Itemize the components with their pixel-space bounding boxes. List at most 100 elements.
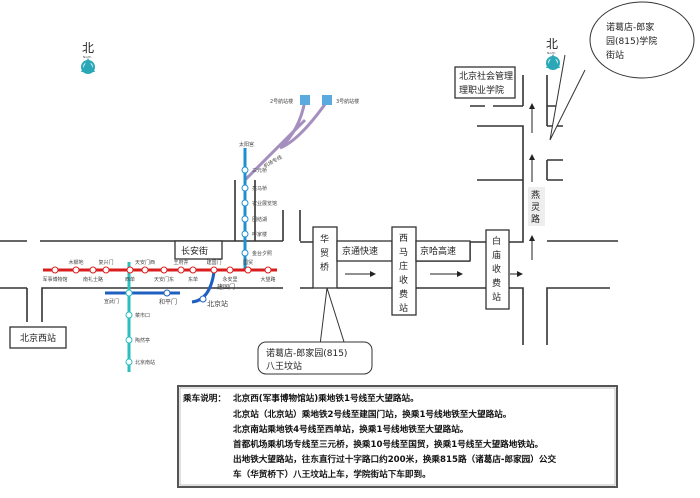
station-marker <box>244 266 252 274</box>
instruction-line: 首都机场乘机场专线至三元桥，换乘10号线至国贸，换乘1号线至大望路地铁站。 <box>233 438 543 450</box>
bubble-text: 八王坟站 <box>266 360 302 372</box>
changan-street-label: 长安街 <box>174 240 223 260</box>
airport-icon <box>300 95 310 105</box>
compass-icon <box>81 58 95 72</box>
station-label: 和平门 <box>159 298 177 306</box>
toll-name: 庙 <box>492 249 501 261</box>
station-marker <box>177 266 185 274</box>
station-marker <box>241 166 249 174</box>
station-marker <box>199 295 207 303</box>
station-label: 北京南站 <box>135 359 155 366</box>
street-name: 长安街 <box>181 245 208 257</box>
bridge-name: 华 <box>320 233 329 245</box>
toll-name: 站 <box>399 302 408 314</box>
station-marker <box>210 266 218 274</box>
road-name: 路 <box>531 213 540 225</box>
toll-name: 费 <box>492 277 501 289</box>
bridge-name: 贸 <box>320 247 329 259</box>
station-marker <box>125 311 133 319</box>
toll-name: 站 <box>492 291 501 303</box>
toll-name: 收 <box>492 263 501 275</box>
station-marker <box>126 266 134 274</box>
station-label: 金台夕照 <box>252 250 272 257</box>
huamao-bridge-label: 华贸桥 <box>312 226 338 289</box>
station-label: 建国门 <box>217 283 235 291</box>
station-label: 永安里 <box>222 276 237 283</box>
station-marker <box>125 336 133 344</box>
toll-name: 西 <box>399 233 408 244</box>
toll-name: 收 <box>399 274 408 286</box>
station-label: 复兴门 <box>98 259 113 266</box>
station-label: 西单 <box>125 276 135 283</box>
station-marker <box>51 266 59 274</box>
bubble-text: 园(815)学院 <box>606 35 657 47</box>
line2 <box>191 271 216 304</box>
beijing-west-station-label: 北京西站 <box>9 326 67 349</box>
toll-name: 马 <box>399 247 408 258</box>
toll-name: 白 <box>492 235 501 247</box>
station-marker <box>264 266 272 274</box>
north-compass-right: 北 North <box>546 37 560 70</box>
college-name: 理职业学院 <box>459 84 504 96</box>
station-label: 大望路 <box>260 276 275 283</box>
station-label: 建国门 <box>206 259 221 266</box>
instruction-line: 北京南站乘地铁4号线至西单站，换乘1号线地铁至大望路站。 <box>233 423 468 435</box>
station-label: 北京站 <box>207 299 228 308</box>
station-marker <box>125 289 133 297</box>
compass-label: 北 <box>546 37 558 51</box>
station-label: 东单 <box>188 276 198 283</box>
station-label: 亮马桥 <box>252 185 267 192</box>
station-label: 陶然亭 <box>135 337 150 344</box>
airport-icon <box>322 95 332 105</box>
bus-stop-bubble-top: 诺葛店-郎家园(815)学院街站 <box>549 1 695 141</box>
terminal-label: 2号航站楼 <box>270 98 293 105</box>
toll-name: 庄 <box>399 260 408 272</box>
station-marker <box>189 266 197 274</box>
instruction-line: 车（华贸桥下）八王坟站上车，学院街站下车即到。 <box>233 468 431 480</box>
roads <box>0 75 618 345</box>
terminal-label: 3号航站楼 <box>336 98 359 105</box>
station-label: 国贸 <box>243 259 253 266</box>
yanling-road-label: 燕灵路 <box>528 187 545 226</box>
station-marker <box>102 266 110 274</box>
station-label: 军事博物馆 <box>42 276 67 283</box>
station-label: 团结湖 <box>252 216 267 223</box>
station-label: 农业展览馆 <box>252 200 277 207</box>
station-marker <box>72 266 80 274</box>
compass-icon <box>546 54 560 68</box>
bubble-text: 街站 <box>606 49 624 61</box>
road-name: 京哈高速 <box>420 245 456 257</box>
college-name: 北京社会管理 <box>459 70 513 82</box>
station-marker <box>163 289 171 297</box>
jingtong-expressway-label: 京通快速 <box>336 240 393 262</box>
compass-sub: North <box>83 55 91 59</box>
station-marker <box>125 358 133 366</box>
station-label: 王府井 <box>173 259 188 266</box>
station-marker <box>241 230 249 238</box>
station-marker <box>241 199 249 207</box>
station-label: 太阳宫 <box>239 141 254 148</box>
station-label: 天安门东 <box>154 276 174 283</box>
station-label: 天安门西 <box>135 259 155 266</box>
road-name: 灵 <box>531 202 540 213</box>
instructions-box: 乘车说明： 北京西(军事博物馆站)乘地铁1号线至大望路站。 北京站（北京站）乘地… <box>177 385 618 488</box>
station-label: 呼家楼 <box>252 231 267 238</box>
toll-name: 费 <box>399 288 408 300</box>
bridge-name: 桥 <box>320 261 329 273</box>
station-label: 三元桥 <box>252 167 267 174</box>
station-label: 木樨地 <box>68 259 83 266</box>
station-label: 宣武门 <box>104 298 119 305</box>
station-marker <box>141 266 149 274</box>
station-marker <box>160 266 168 274</box>
instruction-line: 出地铁大望路站，往东直行过十字路口约200米，换乘815路（诸葛店-郎家园）公交 <box>233 453 556 465</box>
station-marker <box>241 215 249 223</box>
instructions-title: 乘车说明： <box>182 392 226 404</box>
station-marker <box>241 184 249 192</box>
north-compass-left: 北 North <box>81 41 95 74</box>
station-name: 北京西站 <box>20 332 56 344</box>
